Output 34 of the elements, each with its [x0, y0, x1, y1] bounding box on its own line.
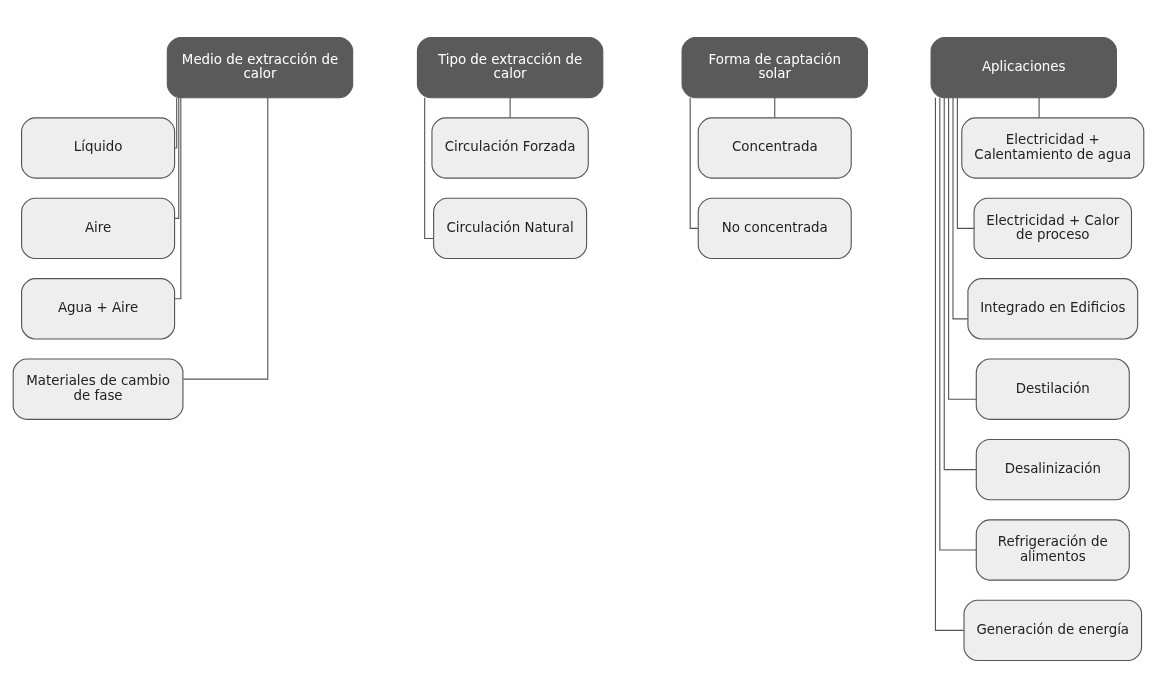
node-box: Electricidad + Calor de proceso: [973, 197, 1133, 260]
connector: [956, 97, 975, 229]
connector: [689, 97, 699, 229]
node-box: Circulación Natural: [433, 197, 588, 260]
node-box: Aplicaciones: [930, 36, 1117, 99]
connector: [939, 97, 977, 551]
node-box: Electricidad + Calentamiento de agua: [961, 117, 1145, 179]
connector: [1038, 97, 1040, 119]
node-box: Refrigeración de alimentos: [975, 519, 1130, 581]
connector: [952, 97, 969, 320]
node-box: Concentrada: [697, 117, 852, 179]
connector: [934, 97, 965, 631]
node-box: Circulación Forzada: [431, 117, 589, 179]
connector: [948, 97, 977, 400]
node-box: Líquido: [21, 117, 176, 179]
node-box: Tipo de extracción de calor: [416, 36, 604, 99]
node-box: Destilación: [975, 358, 1130, 420]
node-box: Forma de captación solar: [681, 36, 868, 99]
node-box: Generación de energía: [963, 599, 1143, 662]
connector: [182, 97, 269, 380]
connector: [174, 97, 182, 300]
connector: [424, 97, 435, 239]
node-box: Medio de extracción de calor: [166, 36, 354, 99]
node-box: No concentrada: [697, 197, 852, 260]
node-box: Agua + Aire: [21, 278, 176, 340]
connector: [509, 97, 511, 119]
connector: [774, 97, 776, 119]
connector: [174, 97, 180, 219]
connector: [943, 97, 977, 471]
connector: [174, 97, 178, 149]
node-box: Integrado en Edificios: [967, 278, 1139, 340]
node-box: Aire: [21, 197, 176, 260]
node-box: Materiales de cambio de fase: [12, 358, 184, 420]
node-box: Desalinización: [975, 438, 1130, 501]
